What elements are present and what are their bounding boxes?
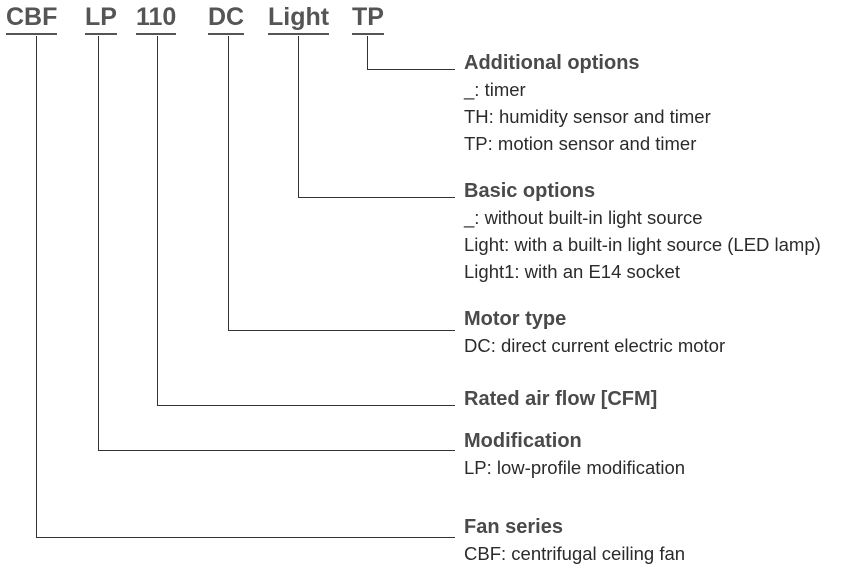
code-part-lp: LP [85,2,117,35]
option-item: TH: humidity sensor and timer [464,106,711,127]
connector-light-horizontal [298,197,455,198]
section-heading: Motor type [464,308,567,330]
section-additional-options: Additional options _: timer TH: humidity… [464,50,711,157]
connector-cbf-vertical [36,36,37,538]
connector-dc-horizontal [228,330,455,331]
code-underline [85,33,117,35]
section-rated-air-flow: Rated air flow [CFM] [464,386,657,412]
option-item: Light1: with an E14 socket [464,261,680,282]
section-motor-type: Motor type DC: direct current electric m… [464,306,725,359]
code-underline [6,33,58,35]
section-fan-series: Fan series CBF: centrifugal ceiling fan [464,514,685,567]
connector-tp-vertical [367,36,368,70]
option-item: LP: low-profile modification [464,457,686,478]
section-heading: Basic options [464,180,596,202]
option-item: CBF: centrifugal ceiling fan [464,543,686,564]
connector-light-vertical [298,36,299,198]
code-part-tp: TP [352,2,384,35]
code-underline [268,33,330,35]
option-item: Light: with a built-in light source (LED… [464,234,821,255]
connector-tp-horizontal [367,69,455,70]
section-modification: Modification LP: low-profile modificatio… [464,428,685,481]
option-item: _: without built-in light source [464,207,703,228]
code-part-dc: DC [208,2,245,35]
code-underline [208,33,245,35]
option-item: TP: motion sensor and timer [464,133,697,154]
code-part-cbf: CBF [6,2,58,35]
connector-lp-vertical [98,36,99,451]
section-heading: Additional options [464,52,640,74]
connector-lp-horizontal [98,450,455,451]
section-heading: Rated air flow [CFM] [464,388,658,410]
code-underline [136,33,177,35]
code-part-light: Light [268,2,330,35]
connector-cbf-horizontal [36,537,455,538]
connector-airflow-horizontal [157,405,455,406]
connector-dc-vertical [228,36,229,331]
section-basic-options: Basic options _: without built-in light … [464,178,821,285]
connector-airflow-vertical [157,36,158,406]
code-underline [352,33,384,35]
option-item: _: timer [464,79,526,100]
section-heading: Modification [464,430,582,452]
option-item: DC: direct current electric motor [464,335,726,356]
code-part-airflow: 110 [136,2,177,35]
section-heading: Fan series [464,516,563,538]
